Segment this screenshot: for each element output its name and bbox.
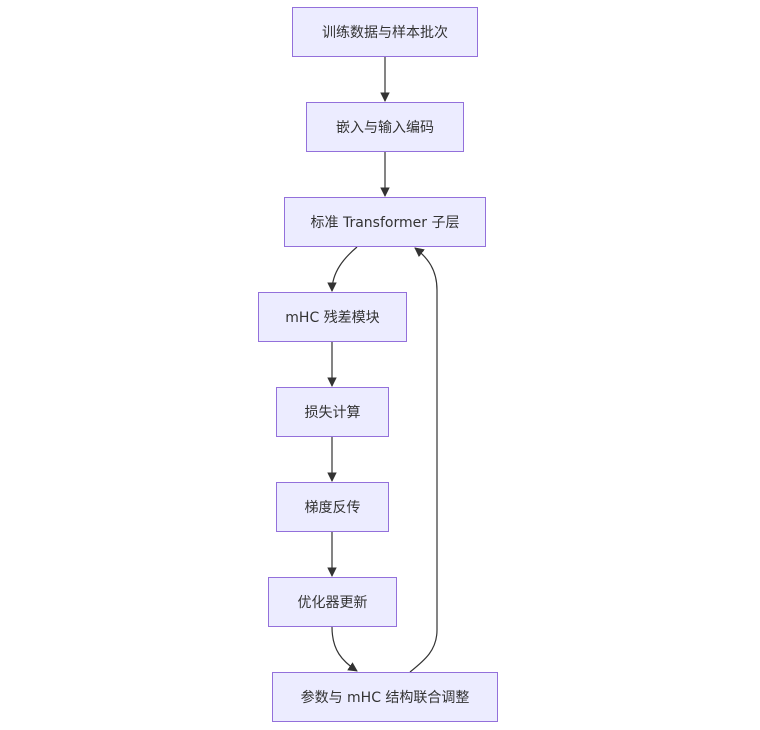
node-backprop: 梯度反传 xyxy=(276,482,389,532)
node-label: 优化器更新 xyxy=(297,595,368,611)
node-loss: 损失计算 xyxy=(276,387,389,437)
edge-n3-n4 xyxy=(327,246,358,292)
node-label: 损失计算 xyxy=(304,405,361,421)
node-mhc-residual: mHC 残差模块 xyxy=(258,292,407,342)
node-transformer-sublayer: 标准 Transformer 子层 xyxy=(284,197,486,247)
node-training-data: 训练数据与样本批次 xyxy=(292,7,478,57)
node-optimizer: 优化器更新 xyxy=(268,577,397,627)
node-label: 嵌入与输入编码 xyxy=(336,120,434,136)
node-joint-adjustment: 参数与 mHC 结构联合调整 xyxy=(272,672,498,722)
node-embedding: 嵌入与输入编码 xyxy=(306,102,464,152)
edge-n8-n3-feedback xyxy=(409,247,438,673)
edge-n7-n8 xyxy=(331,626,358,672)
node-label: 参数与 mHC 结构联合调整 xyxy=(300,690,470,706)
node-label: 标准 Transformer 子层 xyxy=(310,215,460,231)
node-label: 梯度反传 xyxy=(304,500,361,516)
node-label: 训练数据与样本批次 xyxy=(322,25,448,41)
node-label: mHC 残差模块 xyxy=(285,310,380,326)
